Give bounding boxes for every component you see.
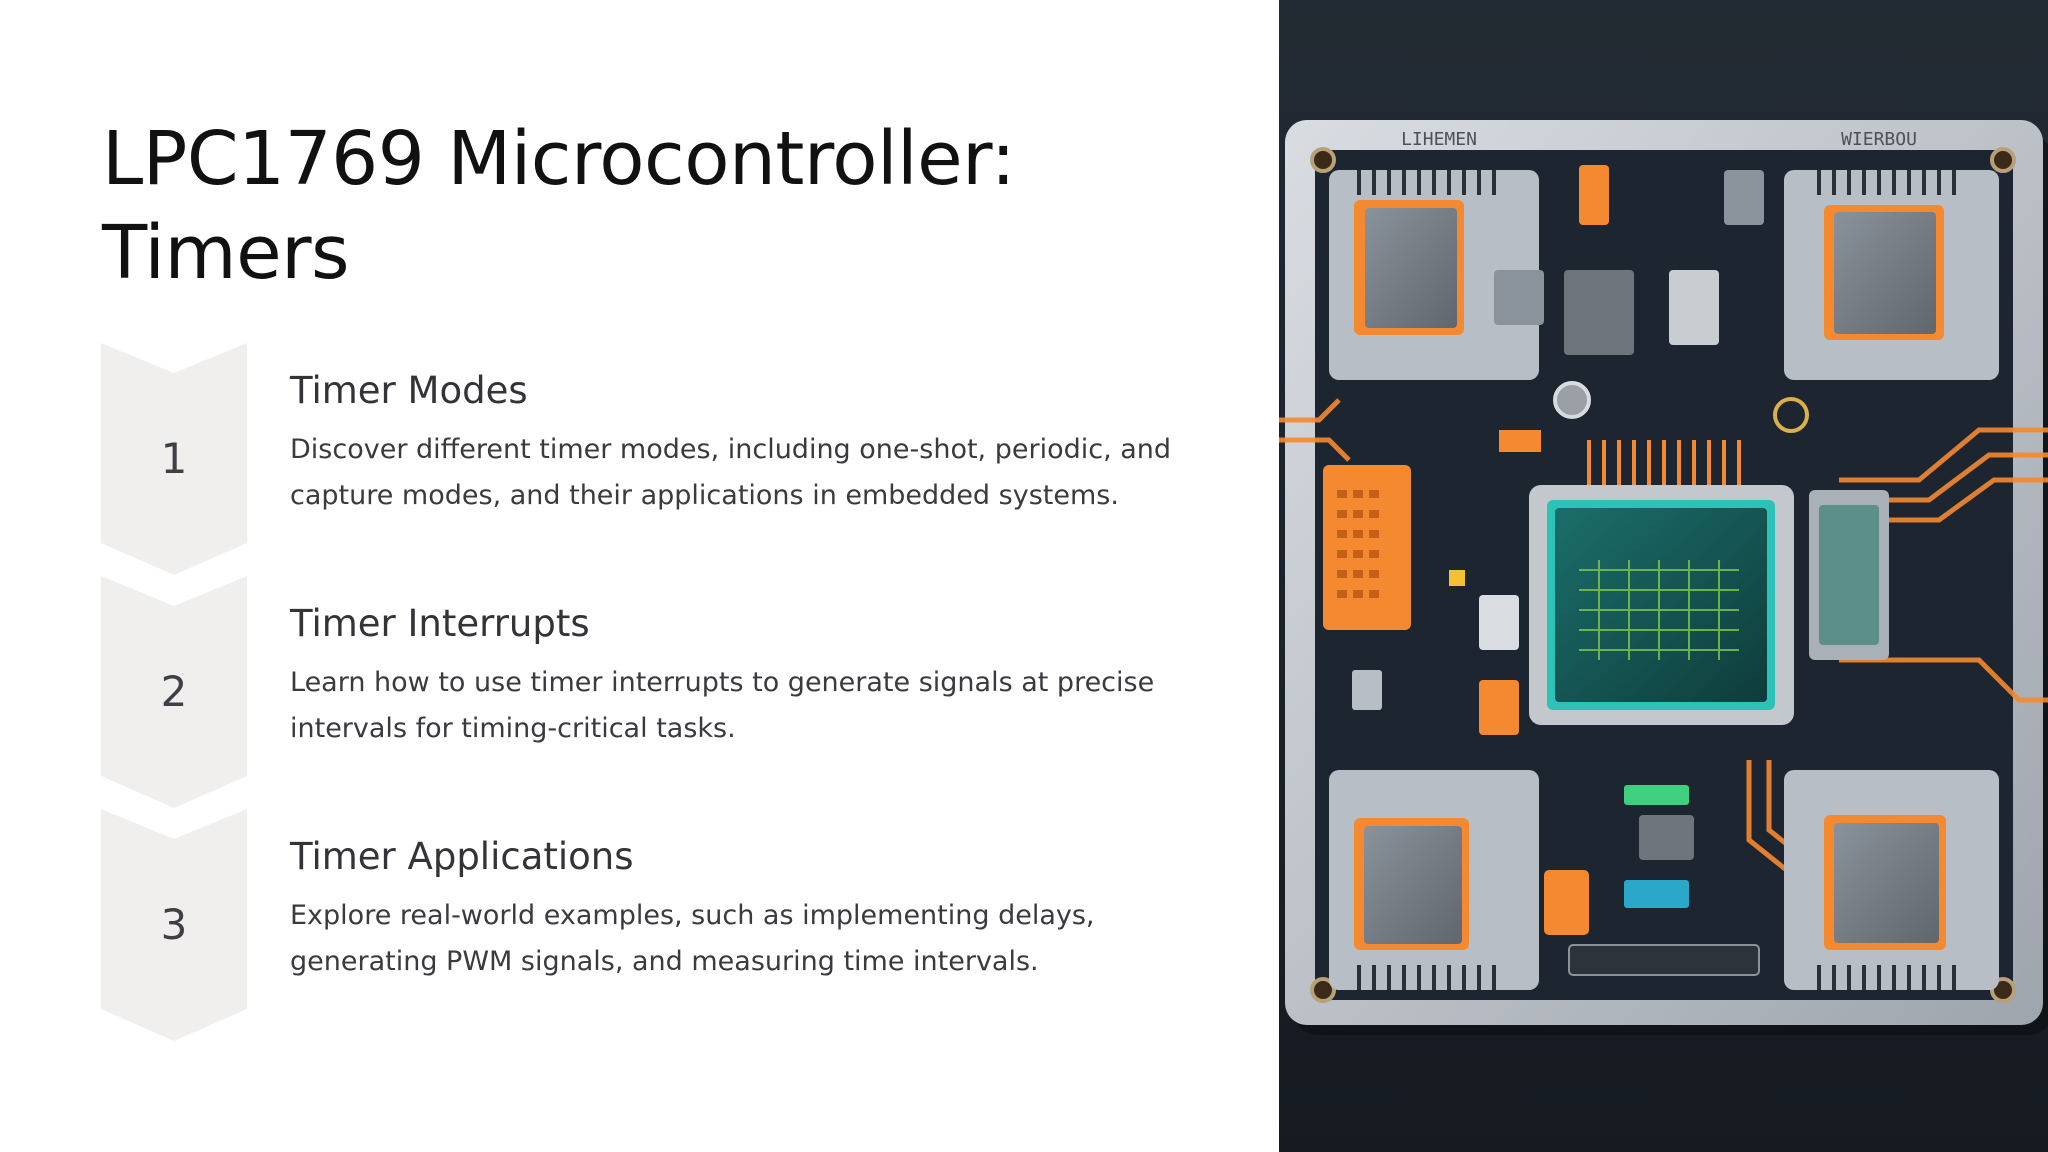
step-chevron: [101, 576, 247, 808]
module-bottom-left: [1329, 770, 1539, 990]
step-description: Discover different timer modes, includin…: [290, 434, 1172, 511]
step-item: 1 Timer Modes Discover different timer m…: [0, 343, 1240, 575]
slide-title: LPC1769 Microcontroller: Timers: [102, 116, 1016, 296]
module-top-right: [1784, 170, 1999, 380]
module-bottom-right: [1784, 770, 1999, 990]
step-item: 3 Timer Applications Explore real-world …: [0, 809, 1240, 1041]
step-number: 1: [160, 434, 188, 483]
step-number: 3: [160, 900, 188, 949]
board-label-right: WIERBOU: [1841, 129, 1917, 150]
step-item: 2 Timer Interrupts Learn how to use time…: [0, 576, 1240, 808]
step-number: 2: [160, 667, 188, 716]
circuit-board-image: LIHEMEN WIERBOU: [1279, 0, 2048, 1152]
step-description: Explore real-world examples, such as imp…: [290, 900, 1095, 977]
circuit-board-illustration: LIHEMEN WIERBOU: [1279, 0, 2048, 1152]
step-heading: Timer Modes: [290, 369, 528, 412]
board-label-left: LIHEMEN: [1401, 129, 1477, 150]
central-processor: [1529, 440, 1794, 725]
step-description: Learn how to use timer interrupts to gen…: [290, 667, 1155, 744]
step-chevron: [101, 343, 247, 575]
step-chevron: [101, 809, 247, 1041]
step-heading: Timer Applications: [290, 835, 634, 878]
step-heading: Timer Interrupts: [290, 602, 590, 645]
module-top-left: [1329, 170, 1539, 380]
